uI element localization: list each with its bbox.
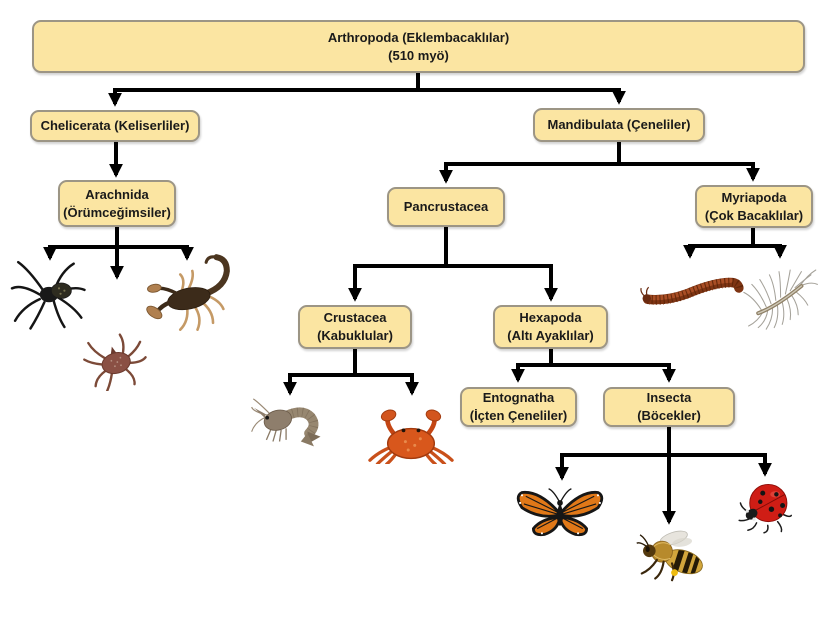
house-centipede-icon: [738, 262, 820, 330]
millipede-icon: [636, 258, 744, 305]
node-crustacea: Crustacea (Kabuklular): [298, 305, 412, 349]
node-hexapoda: Hexapoda (Altı Ayaklılar): [493, 305, 608, 349]
node-pancrustacea: Pancrustacea: [387, 187, 505, 227]
scorpion-icon: [140, 252, 236, 334]
honeybee-icon: [630, 524, 714, 586]
node-chelicerata: Chelicerata (Keliserliler): [30, 110, 200, 142]
spider-icon: [10, 256, 88, 330]
node-myriapoda: Myriapoda (Çok Bacaklılar): [695, 185, 813, 228]
shrimp-icon: [250, 392, 332, 450]
node-arthropoda: Arthropoda (Eklembacaklılar) (510 myö): [32, 20, 805, 73]
node-mandibulata: Mandibulata (Çeneliler): [533, 108, 705, 142]
tick-icon: [82, 327, 150, 391]
butterfly-icon: [511, 483, 609, 540]
node-entognatha: Entognatha (İçten Çeneliler): [460, 387, 577, 427]
crab-icon: [364, 408, 458, 464]
node-arachnida: Arachnida (Örümceğimsiler): [58, 180, 176, 227]
ladybug-icon: [732, 477, 796, 534]
node-insecta: Insecta (Böcekler): [603, 387, 735, 427]
